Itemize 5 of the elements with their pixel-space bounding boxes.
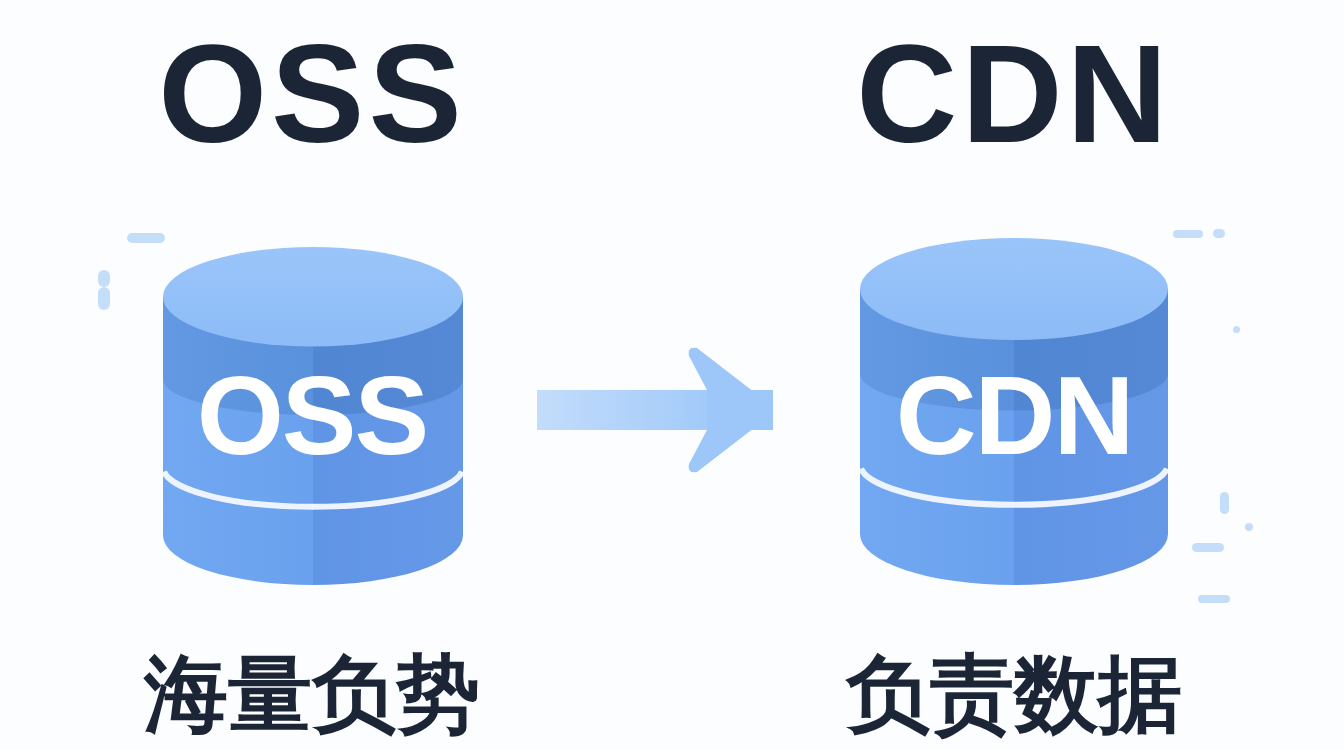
heading: CDN bbox=[856, 24, 1172, 164]
cylinder-label: CDN bbox=[895, 360, 1133, 472]
cylinder-label: OSS bbox=[196, 360, 428, 472]
node-label: 海量负势 bbox=[144, 652, 480, 736]
heading: OSS bbox=[158, 24, 466, 164]
